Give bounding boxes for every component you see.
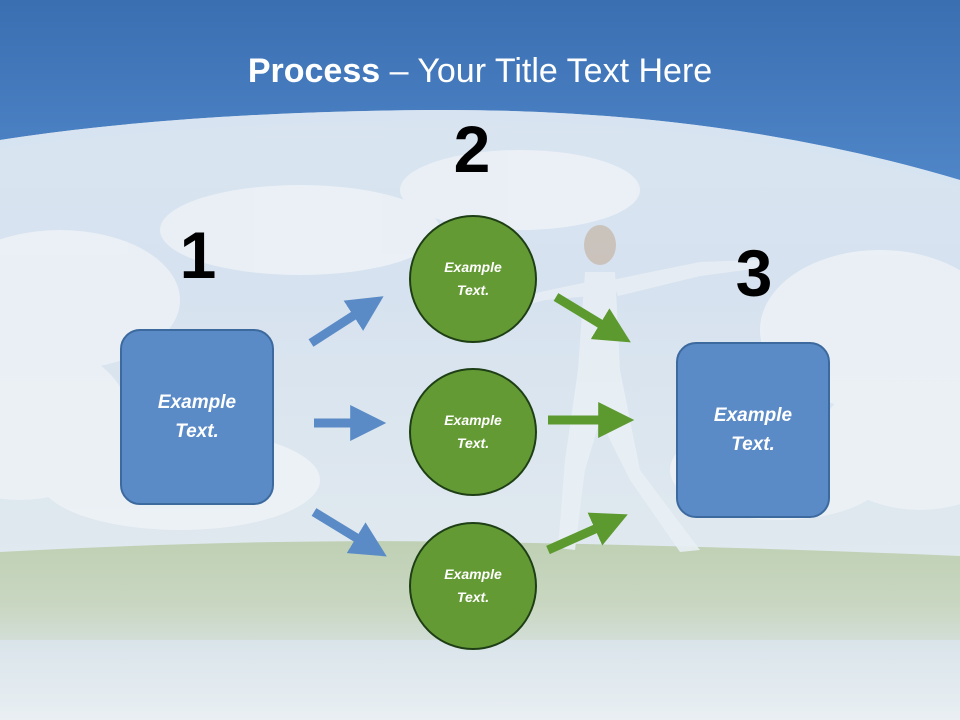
step-number-1: 1	[179, 218, 217, 292]
title-rest: – Your Title Text Here	[380, 52, 713, 90]
title-bold: Process	[247, 52, 381, 90]
circle-bottom[interactable]: Example Text.	[409, 522, 537, 650]
slide-title: Process – Your Title Text Here	[0, 52, 960, 91]
circle-top-line2: Text.	[456, 282, 490, 298]
right-box[interactable]: Example Text.	[676, 342, 830, 518]
header-band	[0, 0, 960, 180]
circle-top[interactable]: Example Text.	[409, 215, 537, 343]
circle-bottom-line2: Text.	[456, 589, 490, 605]
left-box[interactable]: Example Text.	[120, 329, 274, 505]
header-swoosh	[0, 109, 960, 186]
step-number-3: 3	[735, 236, 773, 310]
circle-middle[interactable]: Example Text.	[409, 368, 537, 496]
right-box-line1: Example	[713, 405, 793, 426]
circle-middle-line1: Example	[444, 412, 502, 428]
left-box-line1: Example	[157, 392, 237, 413]
circle-middle-line2: Text.	[456, 435, 490, 451]
arrow-box-to-bottom	[311, 508, 387, 557]
water	[0, 640, 960, 720]
circle-top-line1: Example	[444, 259, 502, 275]
arrow-bottom-to-right	[546, 512, 628, 555]
step-number-2: 2	[453, 112, 491, 186]
arrow-top-to-right	[553, 293, 631, 343]
arrow-box-to-top	[308, 296, 384, 347]
left-box-line2: Text.	[175, 421, 219, 442]
right-box-line2: Text.	[731, 434, 775, 455]
circle-bottom-line1: Example	[444, 566, 502, 582]
